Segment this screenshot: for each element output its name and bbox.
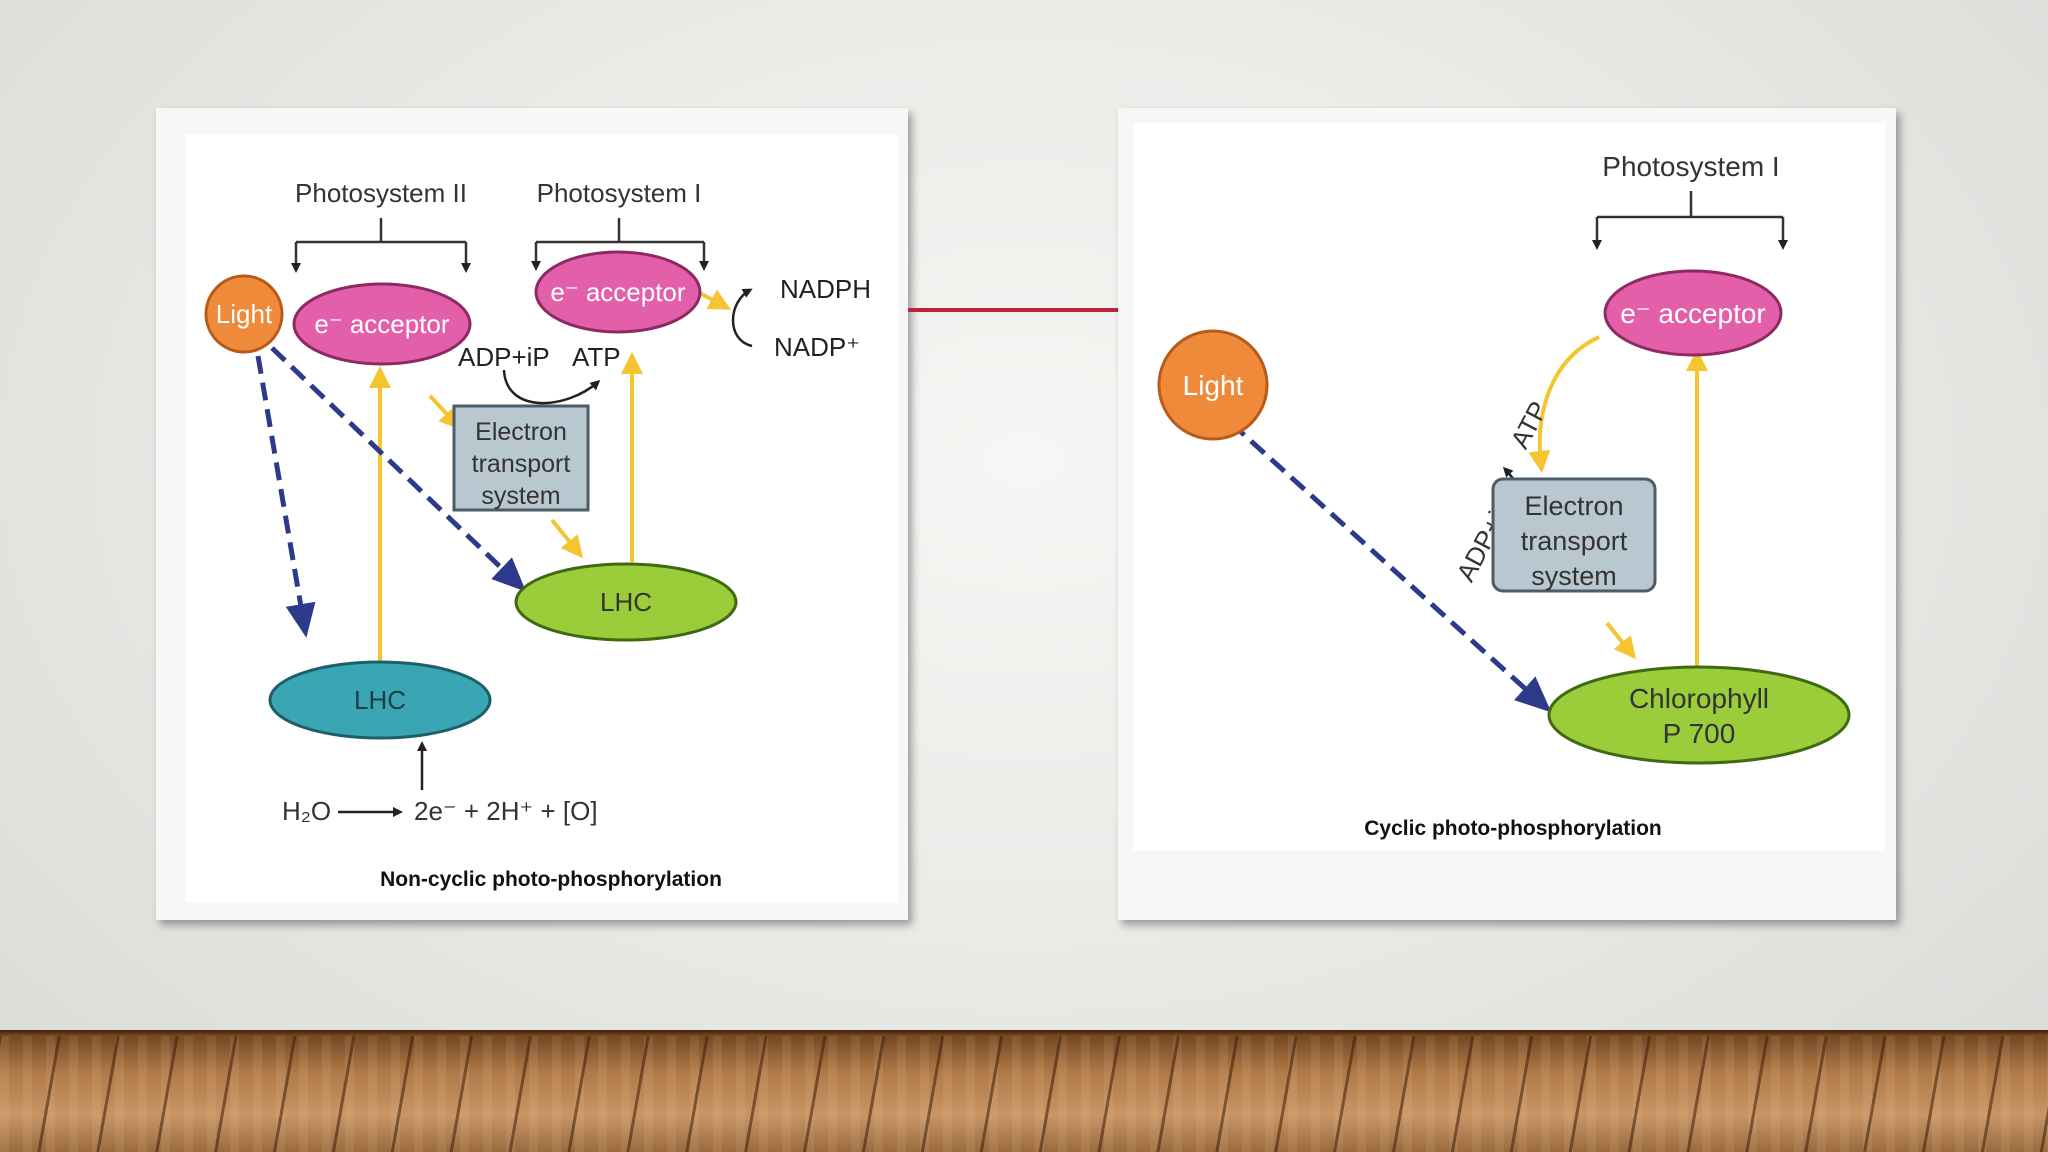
- lhc-ii-node: LHC: [268, 660, 492, 740]
- light-label: Light: [216, 299, 273, 329]
- electron-transport-box: Electron transport system: [452, 404, 590, 512]
- photosystem-i-bracket: [1592, 191, 1788, 250]
- ets-line2: transport: [472, 450, 571, 478]
- chlorophyll-line2: P 700: [1663, 718, 1736, 749]
- photosystem-ii-bracket: [291, 218, 471, 273]
- ets-line2: transport: [1521, 526, 1628, 556]
- light-to-lhc-i-arrow: [270, 346, 527, 592]
- non-cyclic-diagram: Photosystem II Photosystem I: [204, 178, 871, 891]
- light-to-chlorophyll-arrow: [1229, 421, 1552, 713]
- water-products-label: 2e⁻ + 2H⁺ + [O]: [414, 796, 598, 826]
- acceptor-to-ets-arrow: [1528, 335, 1600, 473]
- water-label: H₂O: [282, 796, 331, 826]
- acceptor-node: e⁻ acceptor: [1603, 269, 1783, 357]
- ets-line1: Electron: [475, 418, 567, 446]
- photosystem-ii-label: Photosystem II: [295, 178, 467, 208]
- lhc-ii-label: LHC: [354, 685, 406, 715]
- acceptor-i-label: e⁻ acceptor: [550, 277, 685, 307]
- adp-ip-label: ADP+iP: [458, 342, 550, 372]
- light-node: Light: [204, 274, 284, 354]
- light-to-lhc-ii-arrow: [255, 355, 316, 638]
- nadph-label: NADPH: [780, 274, 871, 304]
- acceptor-label: e⁻ acceptor: [1620, 298, 1766, 329]
- light-label: Light: [1183, 370, 1244, 401]
- photosystem-i-label: Photosystem I: [1602, 151, 1779, 182]
- cyclic-diagram-area: Photosystem I ADP+iP ATP Light: [1133, 123, 1885, 851]
- ets-line3: system: [1531, 561, 1617, 591]
- non-cyclic-diagram-area: Photosystem II Photosystem I: [186, 134, 898, 902]
- chlorophyll-p700-node: Chlorophyll P 700: [1547, 665, 1851, 765]
- nadp-to-nadph-arrow: [731, 288, 753, 348]
- acceptor-ii-label: e⁻ acceptor: [314, 309, 449, 339]
- lhc-i-label: LHC: [600, 587, 652, 617]
- nadp-label: NADP⁺: [774, 332, 860, 362]
- atp-label: ATP: [572, 342, 621, 372]
- chlorophyll-line1: Chlorophyll: [1629, 683, 1769, 714]
- acceptor-to-nadph-arrow: [697, 289, 732, 310]
- ets-to-lhc-arrow: [550, 518, 584, 559]
- acceptor-ii-node: e⁻ acceptor: [292, 282, 472, 366]
- light-node: Light: [1157, 329, 1269, 441]
- acceptor-i-node: e⁻ acceptor: [534, 250, 702, 334]
- acceptor-to-ets-arrow: [428, 394, 462, 430]
- cyclic-panel: Photosystem I ADP+iP ATP Light: [1118, 108, 1896, 920]
- photosystem-i-bracket: [531, 218, 709, 271]
- lhc-i-node: LHC: [514, 562, 738, 642]
- ets-line1: Electron: [1524, 491, 1623, 521]
- wooden-floor: [0, 1030, 2048, 1152]
- non-cyclic-caption: Non-cyclic photo-phosphorylation: [380, 868, 722, 891]
- cyclic-diagram: Photosystem I ADP+iP ATP Light: [1157, 151, 1851, 840]
- adp-to-atp-arrow: [502, 369, 601, 405]
- ets-to-chlorophyll-arrow: [1605, 621, 1636, 660]
- ets-line3: system: [481, 482, 560, 510]
- photosystem-i-label: Photosystem I: [537, 178, 702, 208]
- electron-transport-box: Electron transport system: [1491, 477, 1657, 593]
- cyclic-caption: Cyclic photo-phosphorylation: [1364, 817, 1662, 840]
- non-cyclic-panel: Photosystem II Photosystem I: [156, 108, 908, 920]
- panel-connector-line: [908, 308, 1118, 312]
